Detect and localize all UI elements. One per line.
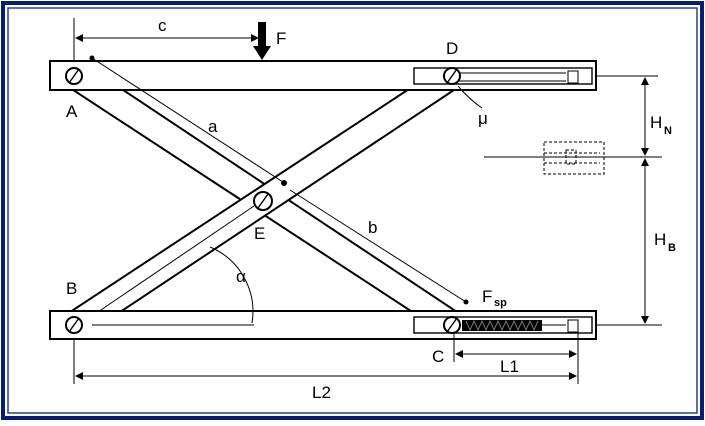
pin-e xyxy=(253,191,273,211)
label-point-c: C xyxy=(432,347,444,366)
label-arm-b: b xyxy=(368,218,377,237)
dimension-c xyxy=(73,18,259,62)
label-point-b: B xyxy=(66,279,77,298)
top-slide-guide xyxy=(413,67,593,85)
arm-a-dimension-line xyxy=(91,57,287,185)
label-offset-c: c xyxy=(158,16,167,35)
height-dimensions xyxy=(484,75,662,326)
friction-leader xyxy=(457,85,483,109)
bottom-slide-guide xyxy=(413,316,593,334)
label-spring-force-sub: sp xyxy=(494,297,507,309)
pin-d xyxy=(443,67,461,85)
pin-c xyxy=(443,316,461,334)
dimension-l2 xyxy=(73,333,579,384)
label-height-n-sub: N xyxy=(664,125,672,137)
pin-a xyxy=(65,67,83,85)
label-height-b-sub: B xyxy=(668,242,676,254)
spring xyxy=(462,319,566,332)
label-l1: L1 xyxy=(500,357,519,376)
label-point-a: A xyxy=(66,102,78,121)
label-l2: L2 xyxy=(312,383,331,402)
label-point-d: D xyxy=(446,39,458,58)
dimension-l1 xyxy=(453,333,577,362)
label-friction: μ xyxy=(478,109,488,128)
label-angle: α xyxy=(236,267,246,286)
label-point-e: E xyxy=(254,224,265,243)
force-arrow xyxy=(253,22,271,60)
label-force: F xyxy=(276,29,286,48)
top-plate xyxy=(49,60,597,91)
arm-b-dimension-line xyxy=(289,189,467,303)
ghost-slider xyxy=(543,141,605,175)
label-height-n: H xyxy=(650,113,662,132)
arm-bd-inner-line xyxy=(91,205,255,317)
label-spring-force: F xyxy=(482,287,492,306)
label-arm-a: a xyxy=(208,117,218,136)
angle-arc xyxy=(209,246,254,324)
pin-b xyxy=(65,316,83,334)
label-height-b: H xyxy=(654,230,666,249)
inner-frame xyxy=(7,7,698,414)
